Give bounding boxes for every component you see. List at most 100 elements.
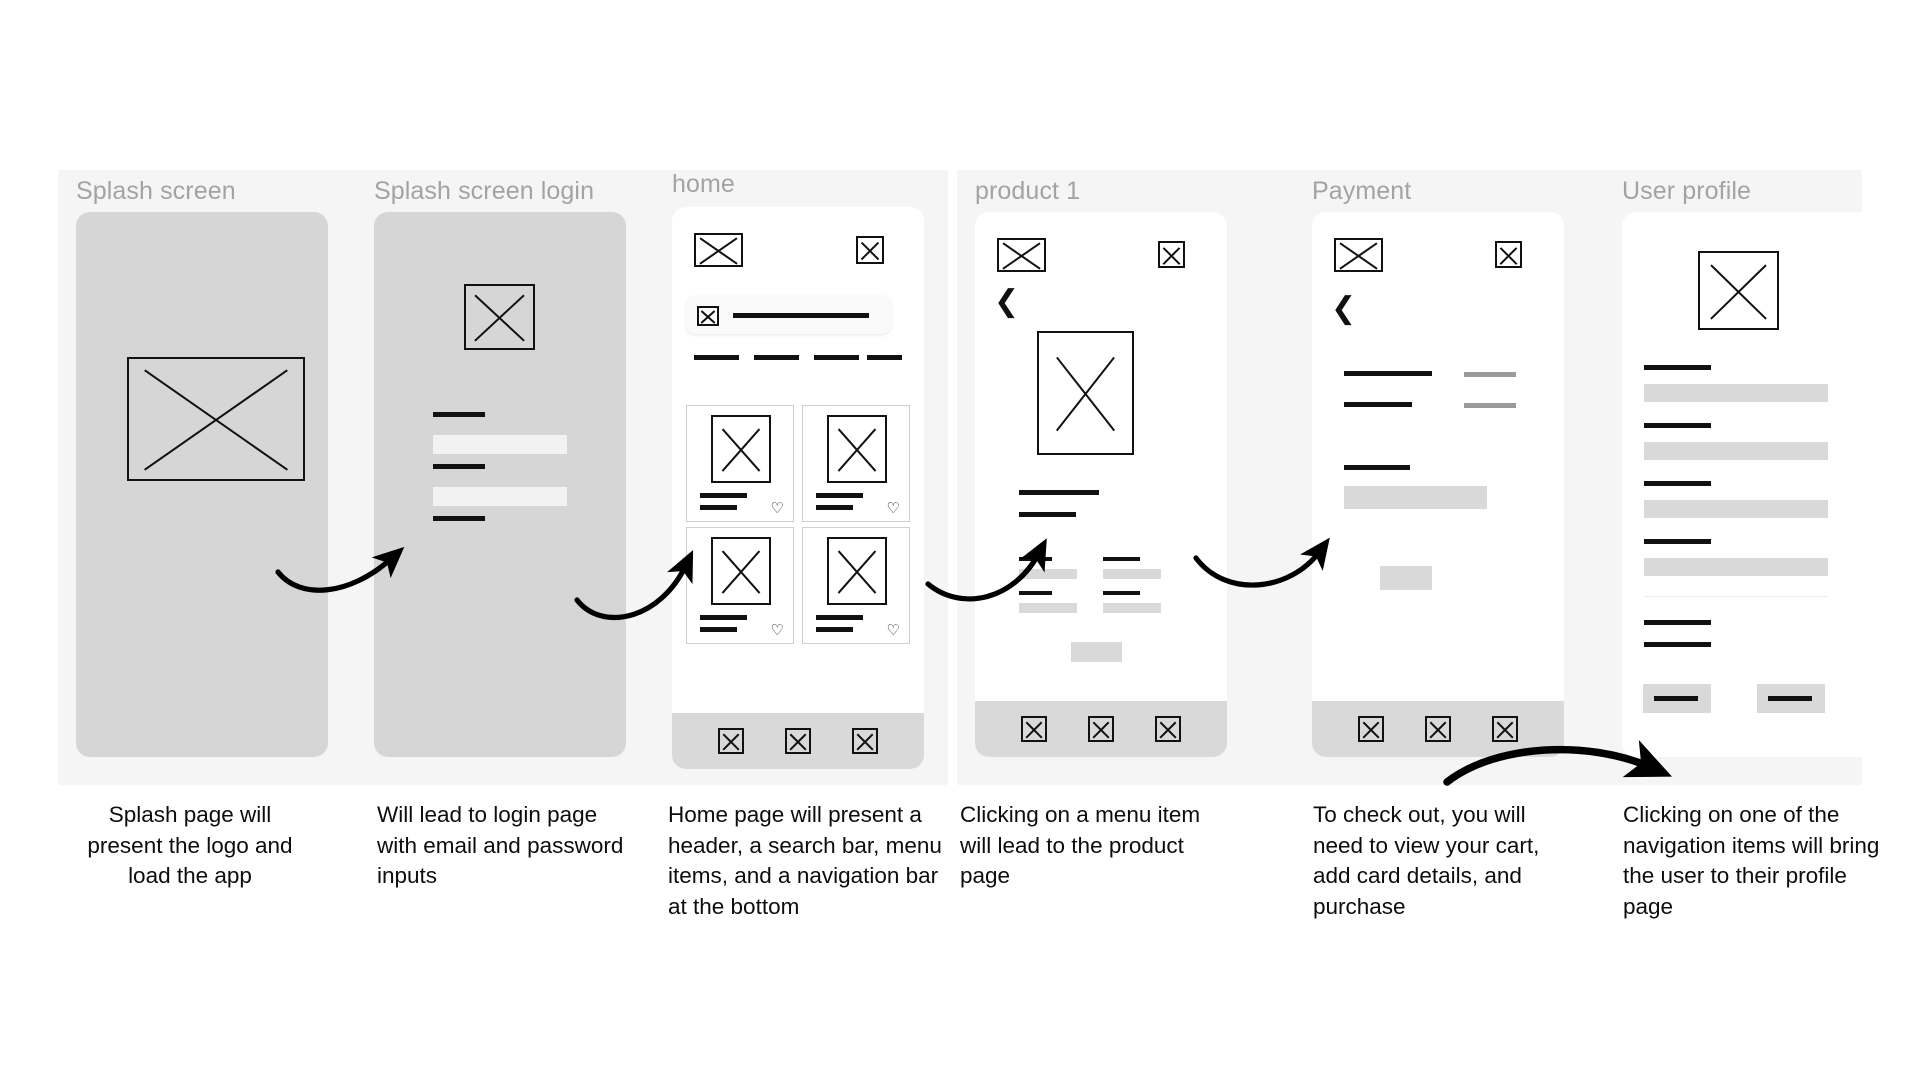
screen-title-user-profile: User profile [1622,177,1752,205]
nav-item-icon[interactable] [851,728,878,754]
product-price-line [700,505,737,510]
product-price-line [816,627,853,632]
phone-frame-payment: ❮ [1312,212,1564,757]
bottom-nav [975,701,1227,757]
spec-label-line [1103,591,1140,595]
caption-user-profile: Clicking on one of the navigation items … [1623,802,1880,919]
screen-home: home ♡ [654,170,924,769]
profile-field-label-line [1644,539,1711,544]
profile-field-value-bar [1644,442,1828,460]
bottom-nav [672,713,924,769]
product-title-line [700,493,747,498]
spec-value-bar [1103,603,1161,613]
product-image-placeholder [1037,331,1134,455]
product-image-placeholder [827,537,887,605]
screen-title-home: home [672,170,735,198]
spec-value-bar [1103,569,1161,579]
profile-action-button-label-line [1768,696,1812,701]
product-title-line [816,493,863,498]
nav-item-icon[interactable] [1358,716,1385,742]
search-bar[interactable] [686,296,891,334]
logo-placeholder-icon [694,233,743,267]
phone-frame-splash-screen-login [374,212,626,757]
card-details-label-line [1344,465,1410,470]
profile-action-button[interactable] [1757,684,1825,713]
product-image-placeholder [711,415,771,483]
section-divider [1644,596,1828,597]
menu-item-line[interactable] [867,355,902,360]
profile-icon[interactable] [856,236,884,264]
caption-splash-screen-login: Will lead to login page with email and p… [377,802,624,888]
profile-footer-line [1644,642,1711,647]
search-icon [697,306,719,326]
favorite-heart-icon[interactable]: ♡ [886,500,900,517]
product-card[interactable]: ♡ [686,405,794,522]
avatar-placeholder-icon [1698,251,1779,330]
menu-item-line[interactable] [754,355,799,360]
product-image-placeholder [711,537,771,605]
nav-item-icon[interactable] [1424,716,1451,742]
phone-frame-user-profile [1622,212,1874,757]
profile-field-label-line [1644,365,1711,370]
back-chevron-icon[interactable]: ❮ [1331,291,1357,326]
cart-item-amount-line [1464,403,1516,408]
screen-title-product-1: product 1 [975,177,1081,205]
nav-item-icon[interactable] [1154,716,1181,742]
profile-field-value-bar [1644,384,1828,402]
product-price-line [700,627,737,632]
logo-placeholder-icon [464,284,535,350]
product-title-line [816,615,863,620]
screen-splash-screen: Splash screen [58,170,328,757]
favorite-heart-icon[interactable]: ♡ [770,500,784,517]
back-chevron-icon[interactable]: ❮ [994,284,1020,319]
spec-label-line [1019,557,1052,561]
submit-label-line[interactable] [433,516,485,521]
add-to-cart-button[interactable] [1071,642,1122,662]
product-card[interactable]: ♡ [686,527,794,644]
email-input-field[interactable] [433,435,567,454]
nav-item-icon[interactable] [784,728,811,754]
product-card[interactable]: ♡ [802,405,910,522]
cart-icon[interactable] [1495,241,1522,268]
card-number-input[interactable] [1344,486,1487,509]
product-image-placeholder [827,415,887,483]
nav-item-icon[interactable] [1021,716,1048,742]
logo-placeholder-icon [1334,238,1383,272]
phone-frame-home: ♡ ♡ ♡ ♡ [672,207,924,769]
screen-payment: Payment ❮ [1294,170,1564,757]
nav-item-icon[interactable] [718,728,745,754]
screen-user-profile: User profile [1604,170,1874,757]
profile-field-value-bar [1644,558,1828,576]
favorite-heart-icon[interactable]: ♡ [886,622,900,639]
password-input-field[interactable] [433,487,567,506]
phone-frame-product-1: ❮ [975,212,1227,757]
menu-item-line[interactable] [814,355,859,360]
favorite-heart-icon[interactable]: ♡ [770,622,784,639]
caption-payment: To check out, you will need to view your… [1313,802,1540,919]
product-card[interactable]: ♡ [802,527,910,644]
spec-value-bar [1019,603,1077,613]
cart-item-amount-line [1464,372,1516,377]
profile-action-button[interactable] [1643,684,1711,713]
menu-item-line[interactable] [694,355,739,360]
caption-product-1: Clicking on a menu item will lead to the… [960,802,1201,888]
nav-item-icon[interactable] [1491,716,1518,742]
profile-field-value-bar [1644,500,1828,518]
product-title-line [700,615,747,620]
product-price-line [816,505,853,510]
purchase-button[interactable] [1380,566,1432,590]
spec-value-bar [1019,569,1077,579]
logo-placeholder-icon [127,357,305,481]
profile-footer-line [1644,620,1711,625]
screen-product-1: product 1 ❮ [957,170,1227,757]
bottom-nav [1312,701,1564,757]
logo-placeholder-icon [997,238,1046,272]
cart-icon[interactable] [1158,241,1185,268]
email-label-line [433,412,485,417]
screen-title-splash-screen: Splash screen [76,177,236,205]
nav-item-icon[interactable] [1087,716,1114,742]
spec-label-line [1103,557,1140,561]
caption-splash-screen: Splash page will present the logo and lo… [87,802,293,888]
spec-label-line [1019,591,1052,595]
phone-frame-splash-screen [76,212,328,757]
